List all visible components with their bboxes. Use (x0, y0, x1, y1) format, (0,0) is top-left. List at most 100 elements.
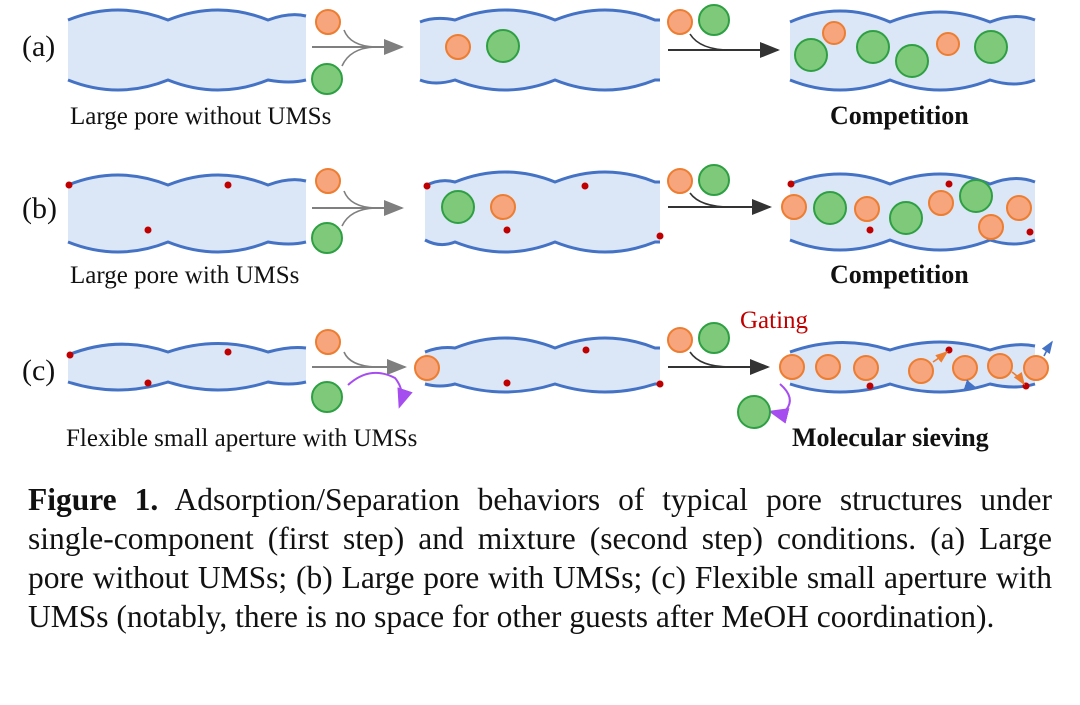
green-molecule (856, 30, 890, 64)
pore-wall-top (67, 342, 307, 357)
orange-molecule (779, 354, 805, 380)
pore-channel (420, 10, 660, 90)
pore-wall-top (67, 173, 307, 187)
ums-site (503, 226, 511, 234)
pore-wall-top (789, 172, 1036, 186)
ums-site (656, 380, 664, 388)
ums-site (581, 182, 589, 190)
green-molecule (959, 179, 993, 213)
green-molecule (974, 30, 1008, 64)
pore-wall-top (424, 170, 660, 188)
diffusion-arrow (932, 351, 949, 363)
pore-wall-top (419, 8, 660, 24)
merge-curve-bottom (341, 46, 376, 67)
orange-molecule (978, 214, 1004, 240)
diffusion-arrow (1011, 371, 1025, 386)
orange-molecule (952, 355, 978, 381)
orange-molecule (667, 327, 693, 353)
ums-site (866, 382, 874, 390)
merge-curve-top (343, 190, 376, 209)
diffusion-arrow (1041, 340, 1053, 357)
green-molecule (441, 190, 475, 224)
ums-site (423, 182, 431, 190)
green-molecule (889, 201, 923, 235)
row-a-tag: (a) (22, 30, 55, 63)
mix-curve (689, 351, 731, 368)
orange-molecule (667, 168, 693, 194)
orange-molecule (815, 354, 841, 380)
orange-molecule (854, 196, 880, 222)
green-molecule (311, 63, 343, 95)
green-molecule (737, 395, 771, 429)
mix-curve (689, 33, 731, 51)
pore-wall-bottom (419, 78, 660, 92)
green-molecule (895, 44, 929, 78)
orange-molecule (987, 353, 1013, 379)
green-molecule (698, 164, 730, 196)
green-molecule (813, 191, 847, 225)
orange-molecule (928, 190, 954, 216)
green-molecule (311, 381, 343, 413)
pore-wall-bottom (424, 238, 660, 254)
pore-wall-top (789, 9, 1036, 24)
orange-molecule (315, 329, 341, 355)
pore-channel (425, 172, 660, 252)
merge-curve-top (343, 29, 376, 48)
pore-wall-bottom (67, 78, 307, 92)
row-b-tag: (b) (22, 192, 57, 225)
merge-curve-top (343, 351, 376, 368)
rejection-arrow (347, 371, 413, 409)
row-c-left-label: Flexible small aperture with UMSs (66, 425, 417, 452)
pore-wall-top (789, 340, 1036, 354)
orange-molecule (315, 9, 341, 35)
diffusion-arrow (963, 379, 978, 390)
orange-molecule (908, 358, 934, 384)
ums-site (1026, 228, 1034, 236)
ums-site (65, 181, 73, 189)
ums-site (144, 379, 152, 387)
orange-molecule (1023, 355, 1049, 381)
orange-molecule (781, 194, 807, 220)
row-b-right-label: Competition (830, 260, 969, 289)
green-molecule (698, 322, 730, 354)
ums-site (582, 346, 590, 354)
pore-wall-top (424, 336, 660, 354)
pore-wall-top (67, 8, 307, 22)
orange-molecule (315, 168, 341, 194)
row-a-left-label: Large pore without UMSs (70, 103, 331, 130)
ums-site (945, 180, 953, 188)
ums-site (503, 379, 511, 387)
pore-channel (425, 338, 660, 392)
green-molecule (794, 38, 828, 72)
green-molecule (698, 4, 730, 36)
pore-channel (68, 10, 306, 90)
mix-curve (689, 192, 731, 208)
pore-wall-bottom (67, 380, 307, 392)
figure-caption: Figure 1. Adsorption/Separation behavior… (28, 480, 1052, 636)
orange-molecule (414, 355, 440, 381)
figure-illustration: (a) Large pore without UMSs Competition … (22, 4, 1053, 452)
row-a-right-label: Competition (830, 101, 969, 130)
figure-caption-text: Adsorption/Separation behaviors of typic… (28, 482, 1053, 634)
ums-site (144, 226, 152, 234)
orange-molecule (490, 194, 516, 220)
ums-site (656, 232, 664, 240)
pore-wall-bottom (67, 240, 307, 254)
merge-curve-bottom (341, 207, 376, 227)
ums-site (224, 181, 232, 189)
orange-molecule (1006, 195, 1032, 221)
ums-site (66, 351, 74, 359)
pore-wall-bottom (789, 382, 1036, 394)
pore-channel (68, 343, 306, 390)
ums-site (866, 226, 874, 234)
pore-wall-bottom (789, 238, 1036, 252)
pore-channel (68, 175, 306, 252)
pore-wall-bottom (424, 382, 660, 394)
orange-molecule (936, 32, 960, 56)
ums-site (224, 348, 232, 356)
pore-wall-bottom (789, 78, 1036, 92)
row-b-left-label: Large pore with UMSs (70, 262, 299, 289)
green-molecule (486, 29, 520, 63)
orange-molecule (853, 355, 879, 381)
orange-molecule (822, 21, 846, 45)
